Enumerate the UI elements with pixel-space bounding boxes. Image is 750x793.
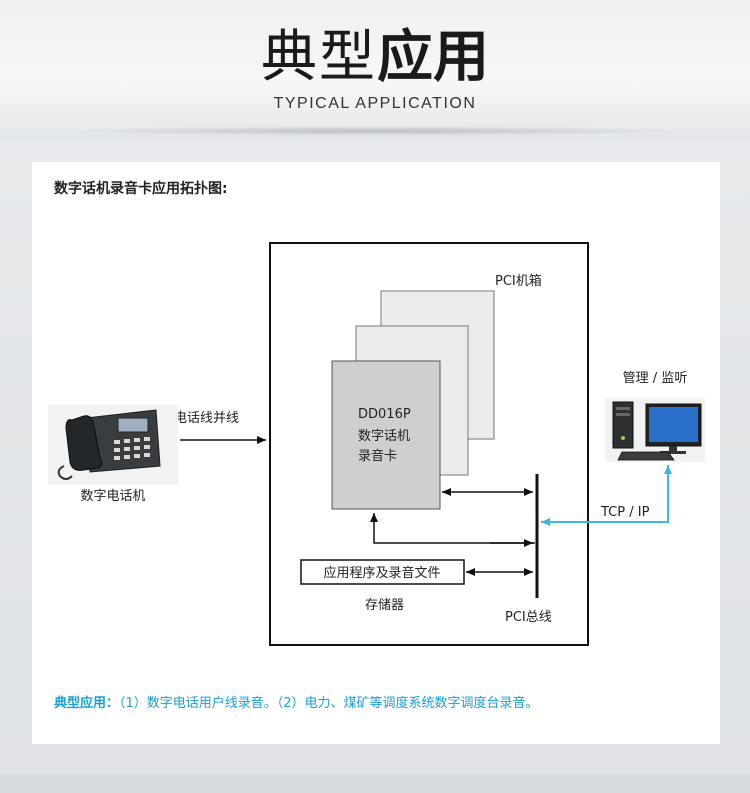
desktop-computer-icon [605, 398, 705, 462]
card-label-line3: 录音卡 [358, 448, 397, 464]
storage-label: 存储器 [365, 598, 404, 613]
phone-line-label: 电话线并线 [174, 411, 239, 426]
network-label: TCP / IP [600, 505, 650, 520]
bottom-band [0, 775, 750, 793]
card-label-line1: DD016P [358, 407, 411, 422]
phone-caption: 数字电话机 [80, 489, 145, 504]
chassis-label: PCI机箱 [495, 273, 542, 289]
card-label-line2: 数字话机 [358, 429, 410, 444]
bus-label: PCI总线 [505, 610, 552, 625]
desk-phone-icon [48, 405, 178, 485]
app-files-label: 应用程序及录音文件 [323, 565, 440, 581]
note-lead: 典型应用： [54, 696, 119, 711]
note-body: （1）数字电话用户线录音。（2）电力、煤矿等调度系统数字调度台录音。 [119, 696, 539, 711]
application-note: 典型应用：（1）数字电话用户线录音。（2）电力、煤矿等调度系统数字调度台录音。 [54, 692, 539, 711]
monitor-caption: 管理 / 监听 [623, 371, 688, 386]
